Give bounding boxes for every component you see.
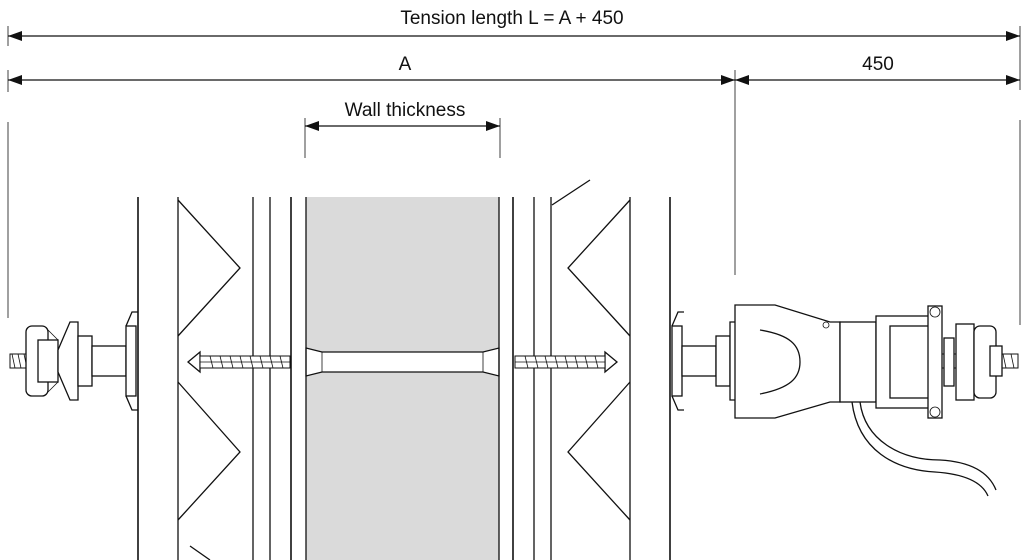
arrowhead-right	[1006, 31, 1020, 41]
arrowhead-right	[486, 121, 500, 131]
wall-thickness-label: Wall thickness	[345, 100, 466, 121]
arrowhead-left	[8, 75, 22, 85]
arrowhead-left	[8, 31, 22, 41]
right-anchor-cone	[604, 350, 619, 374]
hydraulic-hose-outer	[851, 401, 989, 497]
tensioning-jack	[734, 304, 1003, 497]
jack-nose-cone	[734, 304, 841, 419]
hydraulic-hose	[859, 401, 997, 491]
arrowhead-right	[1006, 75, 1020, 85]
right-truss-zigzag	[567, 199, 631, 337]
dimension-450-label: 450	[862, 54, 894, 75]
dimension-a: A	[8, 54, 735, 85]
extension-lines	[7, 46, 1021, 325]
left-wing-nut	[25, 311, 138, 411]
dimension-tension-length: Tension length L = A + 450	[7, 8, 1021, 46]
dimension-450: 450	[735, 54, 1020, 85]
left-formwork	[137, 197, 292, 560]
dimension-wall-thickness: Wall thickness	[304, 100, 501, 158]
dimension-a-label: A	[399, 54, 412, 75]
arrowhead-left	[735, 75, 749, 85]
left-truss-zigzag	[177, 199, 241, 337]
concrete-wall-lower	[306, 372, 499, 560]
arrowhead-left	[305, 121, 319, 131]
tension-length-label: Tension length L = A + 450	[400, 8, 623, 29]
arrowhead-right	[721, 75, 735, 85]
jack-cylinder	[839, 321, 877, 403]
left-anchor-cone	[186, 350, 201, 374]
concrete-wall	[305, 197, 500, 560]
tie-channel	[305, 347, 500, 377]
right-formwork	[512, 179, 671, 560]
concrete-wall-upper	[306, 197, 499, 352]
